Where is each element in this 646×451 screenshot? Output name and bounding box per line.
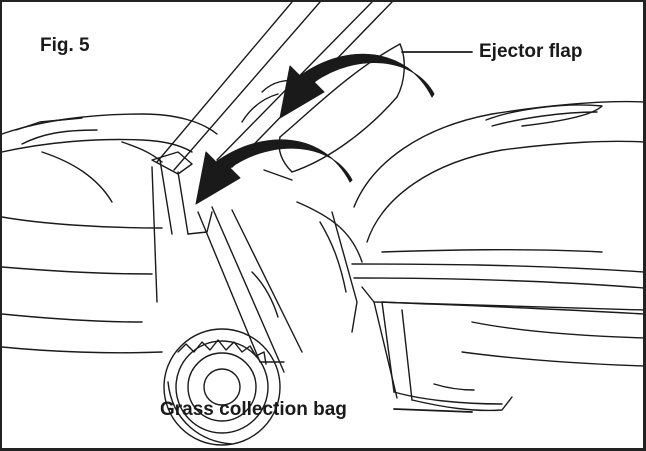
mower-body-left	[2, 113, 218, 354]
figure-label: Fig. 5	[40, 35, 90, 56]
handle-bars	[151, 2, 393, 373]
ejector-flap	[241, 43, 405, 181]
grass-collection-bag-label: Grass collection bag	[160, 399, 347, 420]
grass-bag-leader	[393, 408, 473, 413]
lift-arrows	[195, 53, 435, 205]
arrow-lower-icon	[195, 139, 353, 205]
rear-wheel	[163, 328, 281, 446]
callout-leaders	[393, 51, 473, 413]
ejector-flap-label: Ejector flap	[479, 41, 583, 62]
mower-housing-right	[351, 100, 643, 412]
arrow-upper-icon	[279, 53, 435, 119]
